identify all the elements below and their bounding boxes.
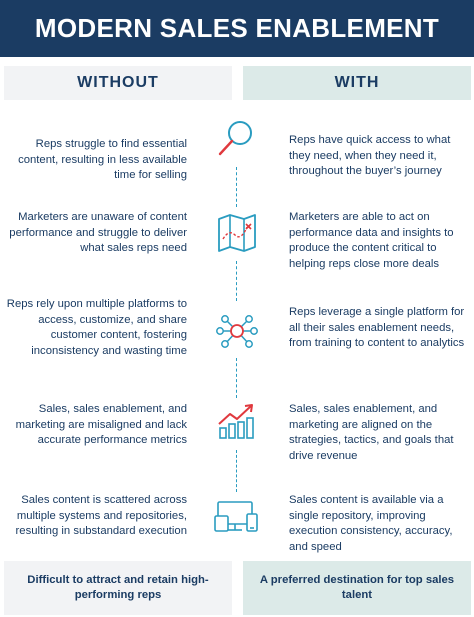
devices-icon [211,494,263,538]
magnifier-icon [211,118,263,162]
row-5-with-text: Sales content is available via a single … [289,494,453,553]
row-3-without-text: Reps rely upon multiple platforms to acc… [6,298,187,357]
row-5-without-text: Sales content is scattered across multip… [15,494,187,537]
row-2-with-text: Marketers are able to act on performance… [289,211,454,270]
row-4-without-text: Sales, sales enablement, and marketing a… [15,403,187,446]
map-icon [211,211,263,255]
connector-line [236,167,237,207]
with-footer: A preferred destination for top sales ta… [243,561,471,615]
connector-line [236,261,237,301]
connector-line [236,358,237,398]
page-title: MODERN SALES ENABLEMENT [0,0,474,57]
row-1-without-text: Reps struggle to find essential content,… [18,138,187,181]
row-3-with-text: Reps leverage a single platform for all … [289,306,465,349]
row-4-with-text: Sales, sales enablement, and marketing a… [289,403,454,462]
row-2-without-text: Marketers are unaware of content perform… [9,211,187,254]
network-hub-icon [211,309,263,353]
with-column-header: WITH [243,66,471,100]
growth-chart-icon [211,400,263,444]
without-column-header: WITHOUT [4,66,232,100]
without-footer: Difficult to attract and retain high-per… [4,561,232,615]
row-1-with-text: Reps have quick access to what they need… [289,134,451,177]
connector-line [236,450,237,492]
